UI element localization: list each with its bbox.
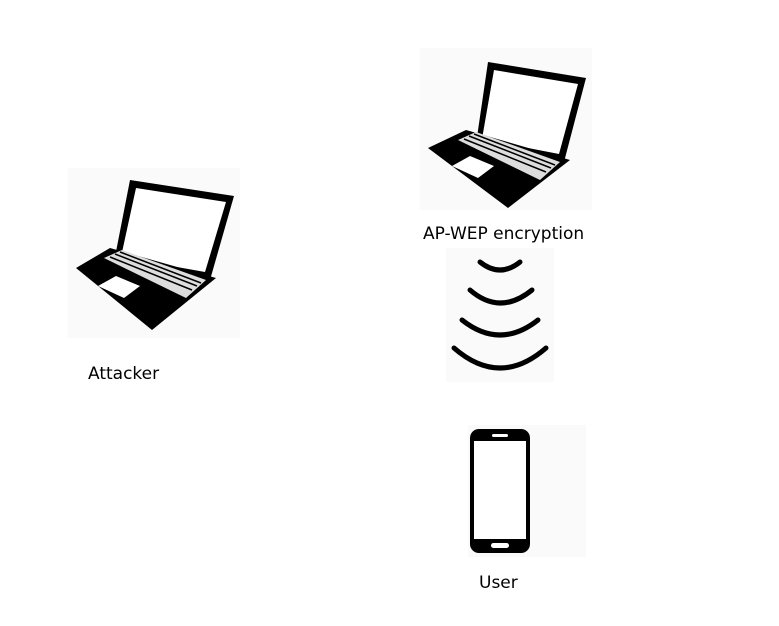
attacker-label: Attacker	[88, 364, 160, 384]
access-point-node	[420, 48, 592, 210]
laptop-icon	[68, 168, 240, 338]
laptop-icon	[420, 48, 592, 210]
attacker-node	[68, 168, 240, 338]
wifi-signal	[446, 248, 554, 382]
smartphone-icon	[468, 425, 586, 557]
user-node	[468, 425, 586, 557]
user-label: User	[479, 573, 518, 593]
wifi-signal-icon	[446, 248, 554, 382]
access-point-label: AP-WEP encryption	[423, 224, 585, 244]
